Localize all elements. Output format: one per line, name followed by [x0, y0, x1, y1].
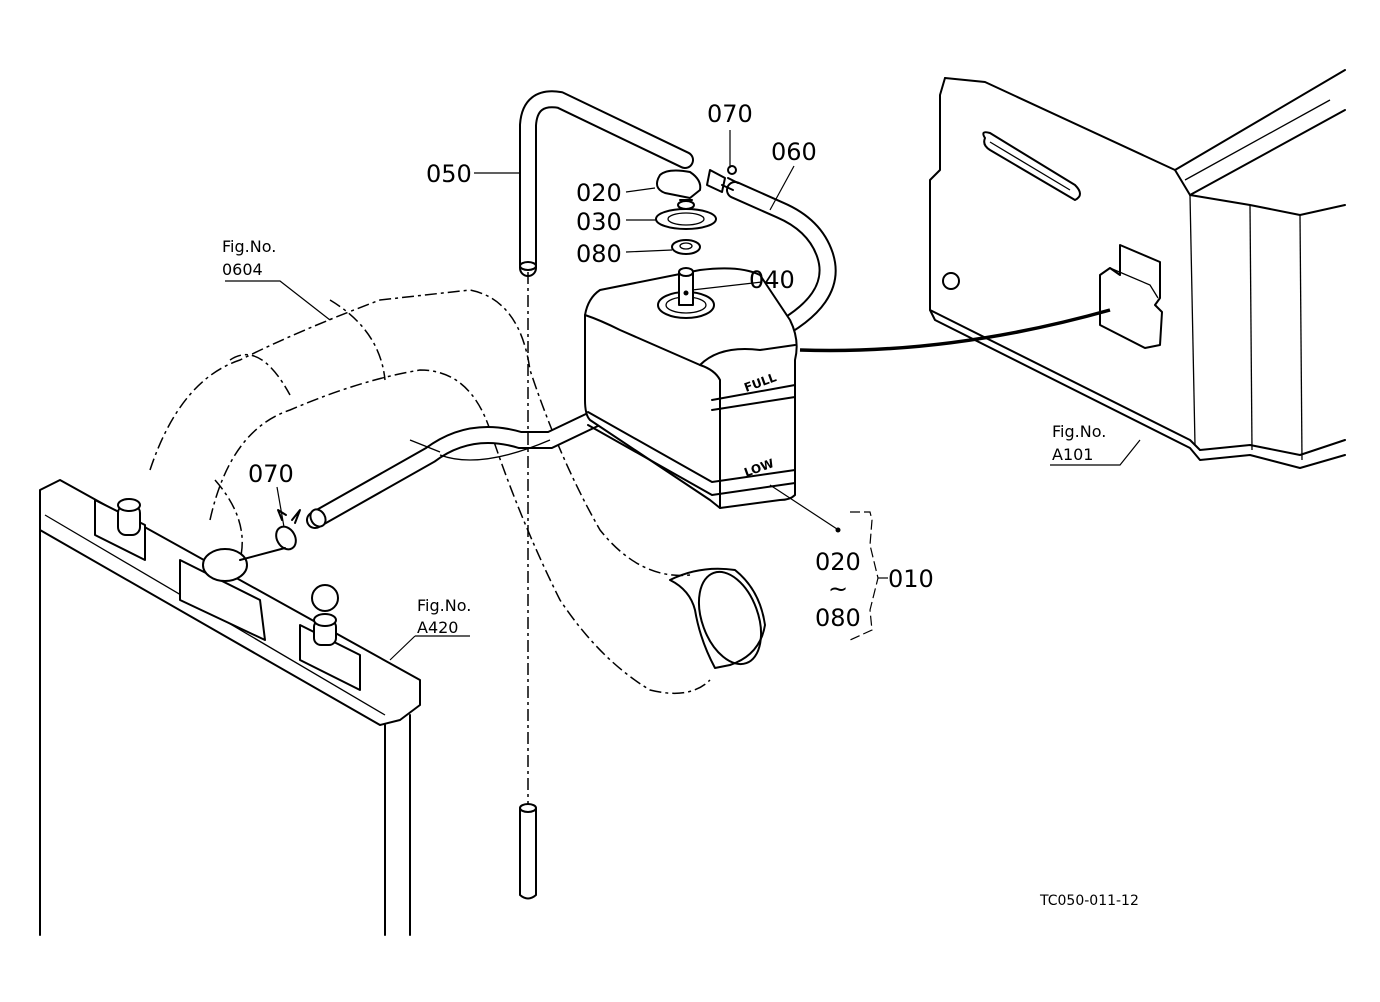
- cap-assembly: [655, 165, 739, 255]
- part-label-030: 030: [576, 208, 622, 236]
- fig-ref-0604-number: 0604: [222, 260, 263, 279]
- fig-ref-0604-label: Fig.No.: [222, 237, 276, 256]
- hose-060: [306, 181, 837, 529]
- fig-ref-a101-number: A101: [1052, 445, 1093, 464]
- range-end-label: 080: [815, 604, 861, 632]
- clamp-070-left: [275, 509, 301, 551]
- part-label-070-top: 070: [707, 100, 753, 128]
- part-label-070-left: 070: [248, 460, 294, 488]
- bracket-leader: [799, 308, 1111, 353]
- part-label-080: 080: [576, 240, 622, 268]
- assembly-label-010: 010: [888, 565, 934, 593]
- drawing-code: TC050-011-12: [1039, 893, 1139, 909]
- radiator: [39, 479, 421, 936]
- fig-ref-a101-label: Fig.No.: [1052, 422, 1106, 441]
- range-separator: ~: [828, 575, 848, 603]
- part-label-050: 050: [426, 160, 472, 188]
- hose-050: [519, 90, 694, 900]
- reserve-tank: FULL LOW: [584, 267, 798, 509]
- range-start-label: 020: [815, 548, 861, 576]
- part-label-040: 040: [749, 266, 795, 294]
- part-label-020: 020: [576, 179, 622, 207]
- part-label-060: 060: [771, 138, 817, 166]
- hose-outlet: [669, 567, 766, 669]
- frame-bracket: [929, 69, 1346, 469]
- fig-ref-a420-number: A420: [417, 618, 458, 637]
- fig-ref-a420-label: Fig.No.: [417, 596, 471, 615]
